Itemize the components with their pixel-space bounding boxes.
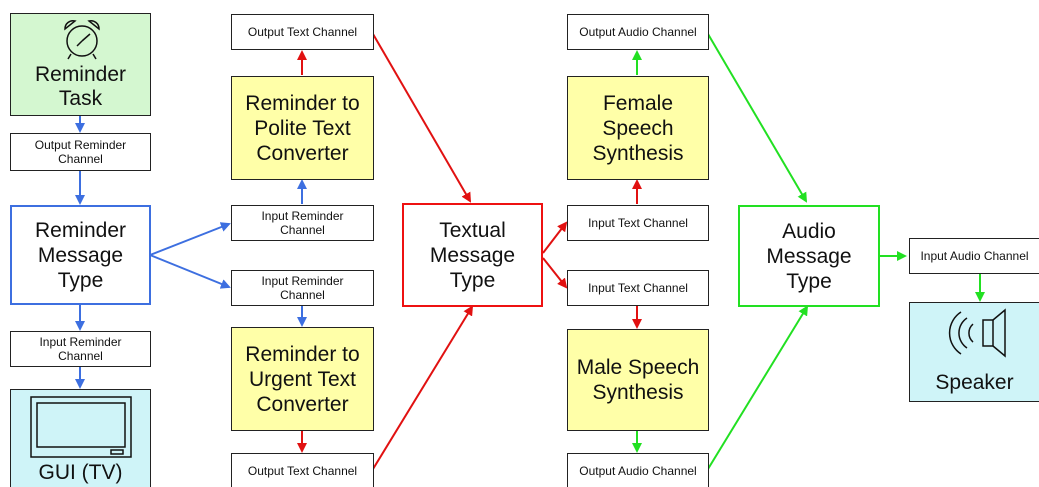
output-audio-channel-top-node: Output Audio Channel	[567, 14, 709, 50]
output-reminder-channel-label: Output Reminder Channel	[34, 138, 127, 166]
arrow-output-text-bottom-to-textual	[372, 305, 474, 470]
gui-tv-node: GUI (TV)	[10, 389, 151, 487]
input-reminder-channel-bottom-node: Input Reminder Channel	[231, 270, 374, 306]
input-audio-channel-label: Input Audio Channel	[920, 249, 1029, 263]
input-reminder-channel-top-label: Input Reminder Channel	[261, 209, 344, 237]
output-audio-channel-bottom-node: Output Audio Channel	[567, 453, 709, 487]
reminder-message-type-node: Reminder Message Type	[10, 205, 151, 305]
input-text-channel-bottom-node: Input Text Channel	[567, 270, 709, 306]
reminder-message-type-label: Reminder Message Type	[34, 218, 127, 292]
input-reminder-channel-left-label: Input Reminder Channel	[39, 335, 122, 363]
input-reminder-channel-top-node: Input Reminder Channel	[231, 205, 374, 241]
output-audio-channel-top-label: Output Audio Channel	[579, 25, 697, 39]
arrow-textual-to-input-text-top	[542, 221, 568, 254]
alarm-clock-icon	[64, 20, 100, 60]
male-speech-synthesis-node: Male Speech Synthesis	[567, 329, 709, 431]
female-speech-synthesis-node: Female Speech Synthesis	[567, 76, 709, 180]
input-reminder-channel-left-node: Input Reminder Channel	[10, 331, 151, 367]
output-text-channel-top-node: Output Text Channel	[231, 14, 374, 50]
urgent-converter-node: Reminder to Urgent Text Converter	[231, 327, 374, 431]
input-text-channel-top-label: Input Text Channel	[588, 216, 688, 230]
female-speech-synthesis-label: Female Speech Synthesis	[592, 91, 684, 165]
speaker-label: Speaker	[935, 371, 1014, 394]
polite-converter-label: Reminder to Polite Text Converter	[245, 91, 360, 165]
input-text-channel-bottom-label: Input Text Channel	[588, 281, 688, 295]
speaker-node: Speaker	[909, 302, 1039, 402]
textual-message-type-node: Textual Message Type	[402, 203, 543, 307]
gui-tv-label: GUI (TV)	[38, 461, 123, 484]
speaker-icon	[948, 308, 1006, 358]
arrow-output-audio-bottom-to-audio-type	[707, 305, 809, 470]
output-reminder-channel-node: Output Reminder Channel	[10, 133, 151, 171]
audio-message-type-node: Audio Message Type	[738, 205, 880, 307]
reminder-task-label: Reminder Task	[34, 63, 127, 110]
tv-icon	[30, 396, 132, 458]
textual-message-type-label: Textual Message Type	[429, 218, 516, 292]
input-audio-channel-node: Input Audio Channel	[909, 238, 1039, 274]
output-audio-channel-bottom-label: Output Audio Channel	[579, 463, 697, 478]
arrow-output-text-top-to-textual	[372, 33, 472, 203]
input-reminder-channel-bottom-label: Input Reminder Channel	[261, 274, 344, 302]
reminder-task-node: Reminder Task	[10, 13, 151, 116]
input-text-channel-top-node: Input Text Channel	[567, 205, 709, 241]
output-text-channel-bottom-label: Output Text Channel	[247, 463, 358, 478]
urgent-converter-label: Reminder to Urgent Text Converter	[245, 342, 360, 416]
output-text-channel-top-label: Output Text Channel	[247, 25, 358, 39]
output-text-channel-bottom-node: Output Text Channel	[231, 453, 374, 487]
polite-converter-node: Reminder to Polite Text Converter	[231, 76, 374, 180]
audio-message-type-label: Audio Message Type	[766, 219, 852, 293]
arrow-output-audio-top-to-audio-type	[707, 33, 808, 203]
male-speech-synthesis-label: Male Speech Synthesis	[576, 356, 700, 404]
arrow-textual-to-input-text-bottom	[542, 257, 568, 289]
arrow-type-to-input-reminder-bottom	[149, 254, 231, 289]
arrow-type-to-input-reminder-top	[149, 222, 231, 256]
